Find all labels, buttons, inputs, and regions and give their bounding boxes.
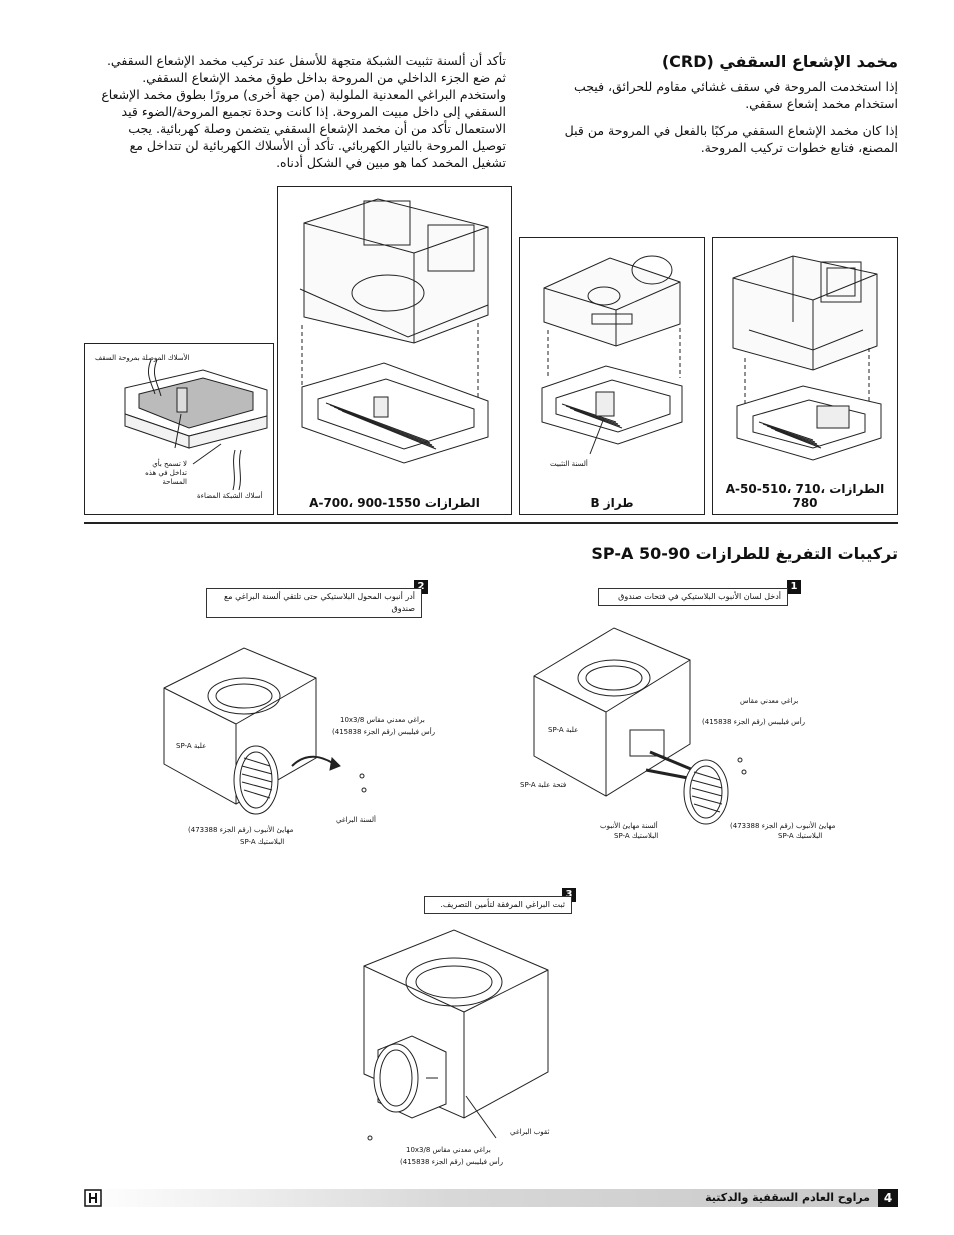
s3-holes-label: ثقوب البراغي	[510, 1128, 550, 1136]
step-1-diagram	[510, 620, 810, 850]
step-3-instruction: ثبت البراغي المرفقة لتأمين التصريف.	[424, 896, 572, 914]
housing-diagram	[713, 238, 897, 514]
crd-paragraph-3: تأكد أن ألسنة تثبيت الشبكة متجهة للأسفل …	[101, 53, 506, 170]
figure-models-a-50-caption: الطرازات A-50-510، 710، 780	[725, 482, 885, 510]
figure-models-a-700-caption: الطرازات A-700، 900-1550	[309, 496, 480, 510]
housing-diagram-b	[520, 238, 704, 514]
figure-model-b-tabs-label: ألسنة التثبيت	[550, 460, 588, 468]
s1-tabs-label: ألسنة مهايئ الأنبوب	[600, 822, 658, 830]
spa-heading: تركيبات التفريغ للطرازات SP-A 50-90	[591, 544, 898, 563]
s1-opening-label: فتحة علبة SP-A	[520, 781, 567, 789]
footer-title: مراوح العادم السقفية والدكتية	[705, 1191, 870, 1204]
wiring-label-mid: لا تسمح بأي تداخل في هذه المساحة	[145, 460, 187, 486]
wiring-diagram	[85, 344, 273, 514]
s2-screw-label: براغي معدني مقاس 10x3/8	[340, 716, 425, 724]
figure-model-b-caption: طراز B	[590, 496, 634, 510]
step-1-number: 1	[787, 580, 801, 594]
figure-models-a-700: الطرازات A-700، 900-1550	[277, 186, 512, 515]
section-divider	[84, 522, 898, 524]
crd-paragraph-1: إذا استخدمت المروحة في سقف غشائي مقاوم ل…	[573, 79, 898, 111]
s1-adapter-label: مهايئ الأنبوب (رقم الجزء 473388)	[730, 822, 836, 830]
crd-paragraph-2: إذا كان مخمد الإشعاع السقفي مركبًا بالفع…	[564, 123, 898, 155]
s1-adapter-label-2: البلاستيك SP-A	[778, 832, 823, 840]
brand-logo	[84, 1189, 102, 1207]
figure-wiring-detail: الأسلاك الموصلة بمروحة السقف لا تسمح بأي…	[84, 343, 274, 515]
step-1-instruction: أدخل لسان الأنبوب البلاستيكي في فتحات صن…	[598, 588, 788, 606]
s1-tabs-label-2: البلاستيك SP-A	[614, 832, 659, 840]
s2-box-label: علبة SP-A	[176, 742, 207, 750]
figure-model-b: ألسنة التثبيت طراز B	[519, 237, 705, 515]
s2-screw-label-2: رأس فيليبس (رقم الجزء 415838)	[332, 728, 436, 736]
s1-box-label: علبة SP-A	[548, 726, 579, 734]
page-number: 4	[878, 1189, 898, 1207]
s2-adapter-label: مهايئ الأنبوب (رقم الجزء 473388)	[188, 826, 294, 834]
step-3-diagram	[356, 928, 596, 1148]
brand-logo-icon	[84, 1189, 102, 1207]
crd-heading: مخمد الإشعاع السقفي (CRD)	[661, 52, 898, 71]
footer-bar	[84, 1189, 898, 1207]
wiring-label-bottom: أسلاك الشبكة المضاءة	[197, 492, 263, 500]
s3-screw-label-2: رأس فيليبس (رقم الجزء 415838)	[400, 1158, 504, 1166]
s1-screw-label-2: رأس فيليبس (رقم الجزء 415838)	[702, 718, 806, 726]
s2-tabs-label: ألسنة البراغي	[336, 816, 376, 824]
housing-diagram-a700	[278, 187, 511, 514]
wiring-label-top: الأسلاك الموصلة بمروحة السقف	[95, 354, 190, 362]
s2-adapter-label-2: البلاستيك SP-A	[240, 838, 285, 846]
s3-screw-label: براغي معدني مقاس 10x3/8	[406, 1146, 491, 1154]
step-2-diagram	[156, 640, 416, 840]
step-2-instruction: أدر أنبوب المحول البلاستيكي حتى تلتقي أل…	[206, 588, 422, 618]
s1-screw-label: براغي معدني مقاس	[740, 697, 799, 705]
figure-models-a-50: الطرازات A-50-510، 710، 780	[712, 237, 898, 515]
